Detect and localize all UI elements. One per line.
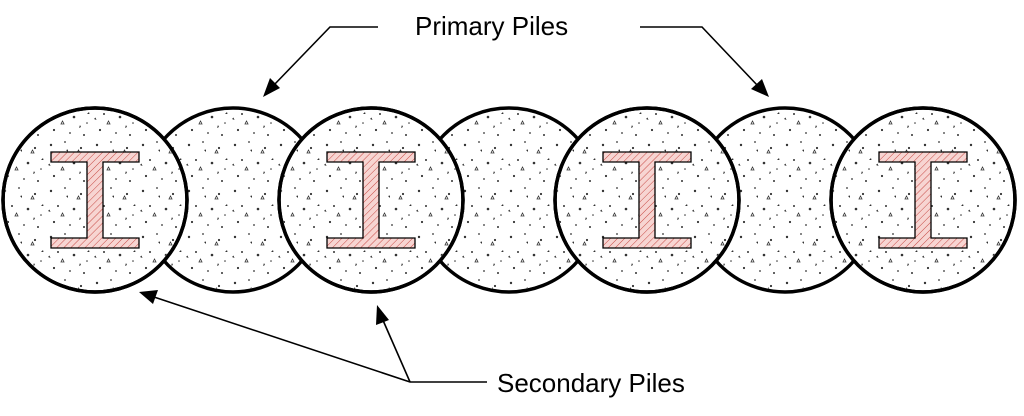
primary-piles-arrows [263,26,769,97]
concrete-fill [143,110,323,290]
secondary-piles-arrows [139,290,487,383]
steel-i-beam [326,151,416,249]
primary-arrow-left-line [272,26,378,87]
secondary-piles-label: Secondary Piles [497,368,685,398]
primary-pile-edge [277,106,465,294]
secondary-arrow-right-line [381,317,411,383]
pile-row [1,106,1017,294]
primary-pile-edge [829,106,1017,294]
secondary-arrow-left-head [139,290,158,304]
primary-piles-label: Primary Piles [415,11,568,41]
steel-i-beam [602,151,692,249]
primary-pile-edge [1,106,189,294]
secondary-pile [415,106,603,294]
secondary-arrow-right-head [376,305,389,325]
steel-i-beam [50,151,140,249]
concrete-fill [695,110,875,290]
secondary-arrow-left-line [153,296,487,383]
secondary-pile [691,106,879,294]
concrete-fill [419,110,599,290]
primary-arrow-right-line [640,26,759,87]
steel-i-beam [878,151,968,249]
primary-arrow-left-head [263,78,280,97]
primary-pile [1,106,189,294]
primary-arrow-right-head [751,79,769,97]
primary-pile [553,106,741,294]
primary-pile [277,106,465,294]
primary-pile-edge [553,106,741,294]
